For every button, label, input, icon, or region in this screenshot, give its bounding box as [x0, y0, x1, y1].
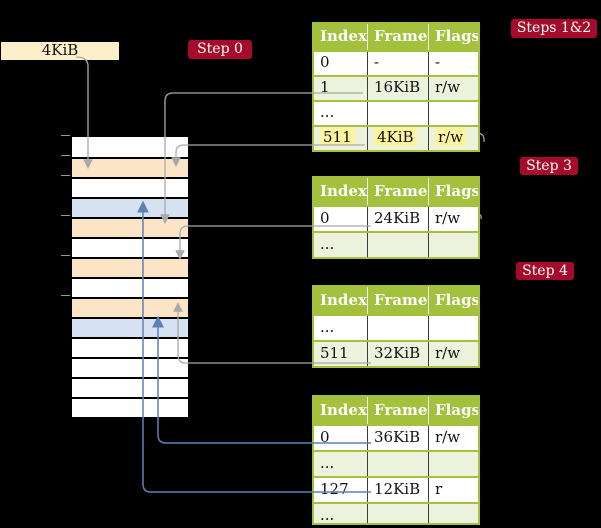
- page-table-1: Index Frame Flags 0 - - 1 16KiB r/w ... …: [312, 22, 480, 152]
- memory-frame-row: [72, 137, 188, 157]
- table-cell: ...: [314, 233, 368, 257]
- table-header-row: Index Frame Flags: [314, 397, 478, 424]
- table-row: 0 36KiB r/w: [314, 424, 478, 450]
- steps12-badge: Steps 1&2: [511, 19, 597, 38]
- table-cell: 0: [314, 426, 368, 450]
- table-cell: [368, 316, 429, 340]
- page-table-4: Index Frame Flags 0 36KiB r/w ... 127 12…: [312, 395, 480, 525]
- table-cell: [429, 233, 478, 257]
- frame-tick: [61, 255, 70, 256]
- column-header: Frame: [368, 24, 429, 50]
- column-header: Frame: [368, 287, 429, 314]
- table-row: ...: [314, 231, 478, 257]
- physical-memory-stack: [70, 135, 190, 419]
- table-row: ...: [314, 100, 478, 125]
- memory-frame-row: [72, 157, 188, 177]
- table-cell: 511: [314, 342, 368, 366]
- column-header: Index: [314, 287, 368, 314]
- column-header: Index: [314, 178, 368, 205]
- table-cell: [429, 102, 478, 125]
- column-header: Index: [314, 24, 368, 50]
- column-header: Frame: [368, 397, 429, 424]
- column-header: Frame: [368, 178, 429, 205]
- table-row: ...: [314, 502, 478, 523]
- table-cell: r/w: [429, 127, 478, 150]
- column-header: Flags: [435, 182, 478, 200]
- step0-badge: Step 0: [188, 40, 252, 59]
- table-row: 0 24KiB r/w: [314, 205, 478, 231]
- column-header: Flags: [435, 401, 478, 419]
- page-table-2: Index Frame Flags 0 24KiB r/w ...: [312, 176, 480, 259]
- table-row: 0 - -: [314, 50, 478, 75]
- table-row: 511 32KiB r/w: [314, 340, 478, 366]
- column-header: Index: [314, 397, 368, 424]
- table-cell: 12KiB: [368, 478, 429, 502]
- table-cell: [368, 504, 429, 523]
- table-cell: [368, 452, 429, 476]
- memory-frame-row: [72, 177, 188, 197]
- step4-badge: Step 4: [516, 262, 574, 280]
- table-cell: 4KiB: [368, 127, 429, 150]
- table-cell: 511: [314, 127, 368, 150]
- table-cell: ...: [314, 452, 368, 476]
- table-row: ...: [314, 314, 478, 340]
- table-cell: r/w: [435, 209, 461, 227]
- table-cell: 0: [314, 52, 368, 75]
- page-table-3: Index Frame Flags ... 511 32KiB r/w: [312, 285, 480, 368]
- table-row: 1 16KiB r/w: [314, 75, 478, 100]
- column-header: Flags: [435, 27, 478, 45]
- frame-tick: [61, 135, 70, 136]
- table-cell: [429, 316, 478, 340]
- table-row: 127 12KiB r: [314, 476, 478, 502]
- table-cell: [429, 452, 478, 476]
- table-cell: -: [368, 52, 429, 75]
- table-cell: r/w: [435, 78, 461, 96]
- memory-frame-row: [72, 337, 188, 357]
- memory-frame-row: [72, 397, 188, 417]
- frame-tick: [61, 215, 70, 216]
- table-header-row: Index Frame Flags: [314, 287, 478, 314]
- frame-tick: [61, 175, 70, 176]
- frame-tick: [61, 155, 70, 156]
- memory-frame-row: [72, 217, 188, 237]
- memory-frame-row: [72, 257, 188, 277]
- table-cell: 16KiB: [368, 77, 429, 100]
- table-cell: ...: [314, 504, 368, 523]
- table-header-row: Index Frame Flags: [314, 24, 478, 50]
- table-cell: 127: [314, 478, 368, 502]
- memory-frame-row: [72, 237, 188, 257]
- step3-badge: Step 3: [520, 157, 578, 175]
- table-cell: 36KiB: [368, 426, 429, 450]
- memory-frame-row: [72, 377, 188, 397]
- memory-frame-row: [72, 357, 188, 377]
- table-cell: [368, 102, 429, 125]
- table-cell: 32KiB: [368, 342, 429, 366]
- table-cell: 0: [314, 207, 368, 231]
- table-row-highlighted: 511 4KiB r/w: [314, 125, 478, 150]
- table-row: ...: [314, 450, 478, 476]
- memory-frame-row: [72, 297, 188, 317]
- table-cell: -: [435, 53, 441, 71]
- column-header: Flags: [435, 291, 478, 309]
- table-cell: [368, 233, 429, 257]
- table-cell: ...: [314, 316, 368, 340]
- memory-frame-row: [72, 197, 188, 217]
- memory-frame-row: [72, 317, 188, 337]
- table-cell: 1: [314, 77, 368, 100]
- table-cell: [429, 504, 478, 523]
- table-cell: r/w: [435, 428, 461, 446]
- table-cell: ...: [314, 102, 368, 125]
- table-header-row: Index Frame Flags: [314, 178, 478, 205]
- table-cell: r: [435, 480, 443, 498]
- memory-frame-row: [72, 277, 188, 297]
- table-cell: r/w: [435, 344, 461, 362]
- frame-size-box: 4KiB: [0, 41, 120, 61]
- frame-tick: [61, 295, 70, 296]
- table-cell: 24KiB: [368, 207, 429, 231]
